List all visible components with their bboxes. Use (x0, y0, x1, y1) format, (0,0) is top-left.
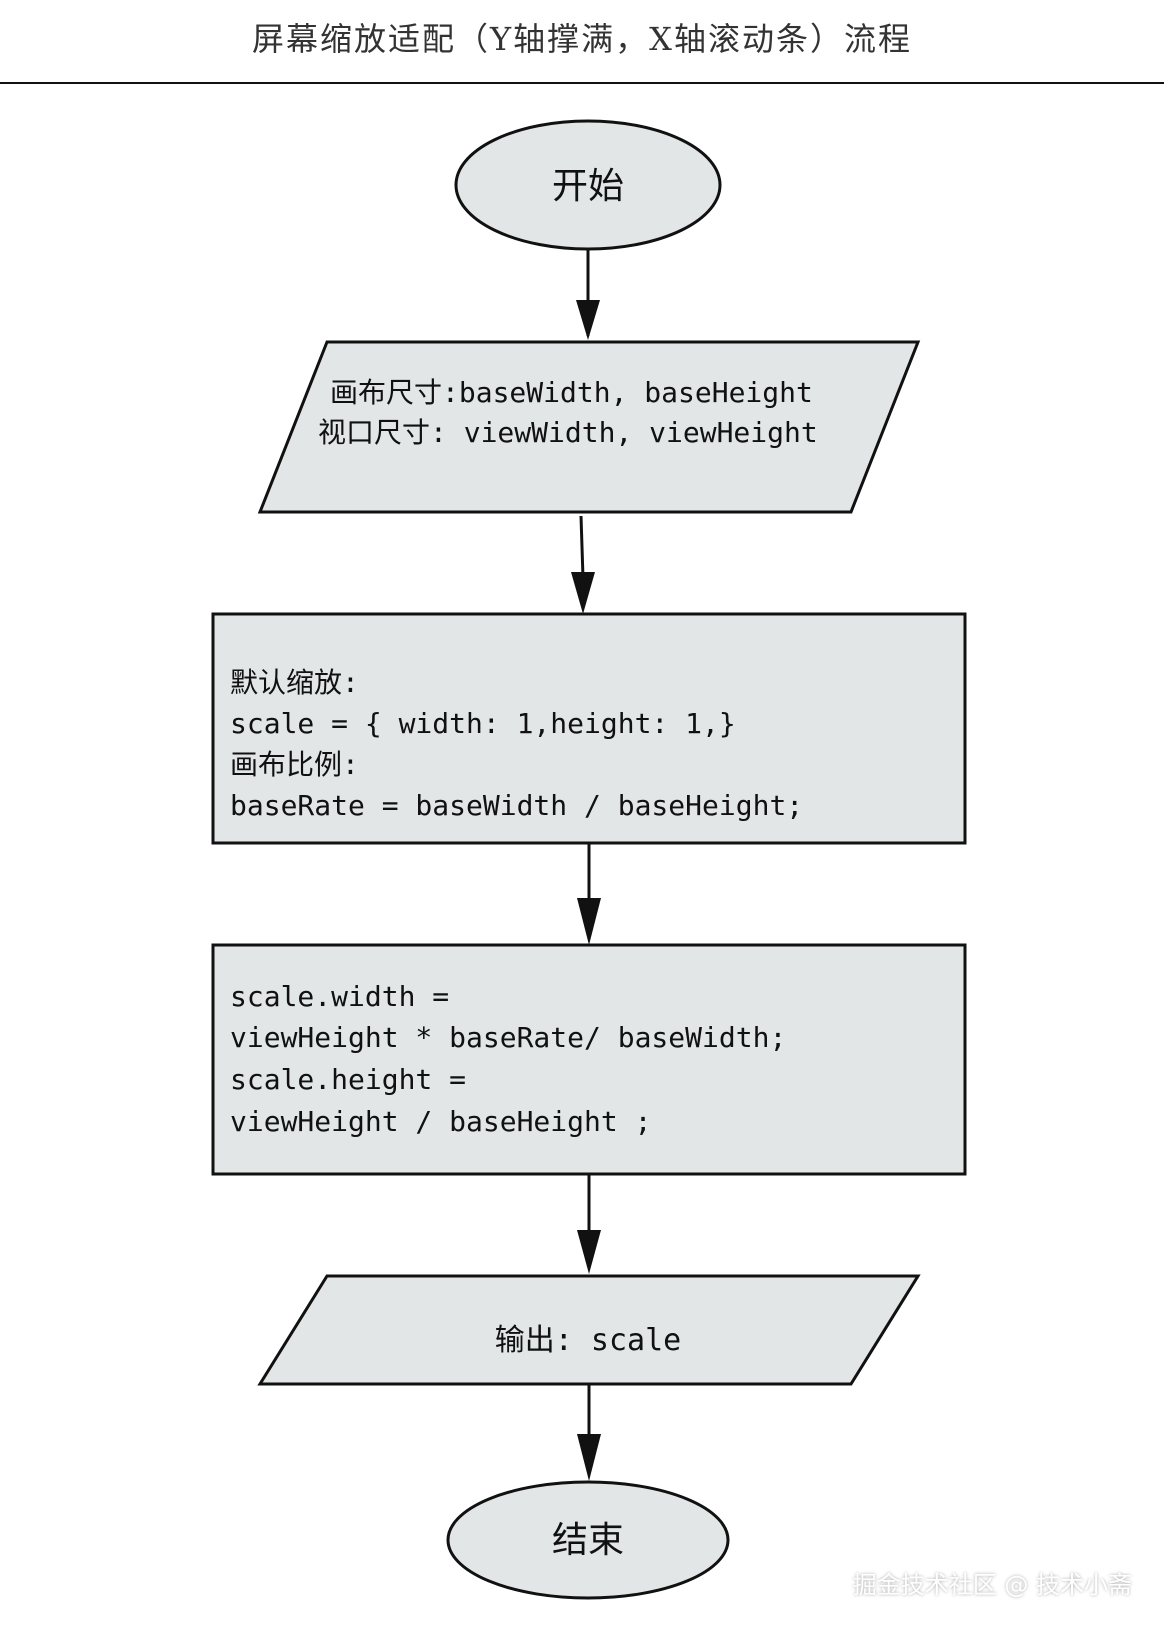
defaults-rect (211, 612, 967, 845)
defaults-line-1: 默认缩放: (230, 666, 359, 699)
start-label: 开始 (552, 166, 624, 207)
arrow-input-to-defaults (576, 300, 600, 340)
arrow-output-to-end-head (577, 1434, 601, 1481)
start-node: 开始 (454, 119, 722, 251)
end-node: 结束 (446, 1480, 730, 1600)
output-parallelogram (257, 1274, 921, 1386)
input-line-2: 视口尺寸: viewWidth, viewHeight (318, 416, 818, 449)
watermark: 掘金技术社区 @ 技术小斋 (852, 1571, 1132, 1599)
arrow-compute-to-output-head (577, 1230, 601, 1274)
input-parallelogram (257, 340, 921, 514)
output-label: 输出: scale (495, 1323, 681, 1358)
defaults-line-3: 画布比例: (230, 748, 359, 781)
arrow-input-to-defaults-head (571, 572, 595, 614)
arrow-defaults-to-compute-head (577, 898, 601, 945)
compute-node: scale.width = viewHeight * baseRate/ bas… (211, 943, 967, 1176)
output-node: 输出: scale (257, 1274, 921, 1386)
title-bar: 屏幕缩放适配（Y轴撑满，X轴滚动条）流程 (0, 0, 1164, 84)
connectors (571, 250, 601, 1481)
compute-line-1: scale.width = (230, 980, 449, 1013)
arrow-input-to-defaults-line (579, 515, 585, 579)
compute-line-4: viewHeight / baseHeight ; (230, 1105, 651, 1138)
defaults-line-2: scale = { width: 1,height: 1,} (230, 707, 736, 740)
defaults-line-4: baseRate = baseWidth / baseHeight; (230, 789, 803, 822)
end-ellipse (446, 1480, 730, 1600)
compute-line-2: viewHeight * baseRate/ baseWidth; (230, 1021, 786, 1054)
compute-line-3: scale.height = (230, 1063, 466, 1096)
start-ellipse (454, 119, 722, 251)
input-node: 画布尺寸:baseWidth, baseHeight 视口尺寸: viewWid… (257, 340, 921, 514)
defaults-node: 默认缩放: scale = { width: 1,height: 1,} 画布比… (211, 612, 967, 845)
compute-rect (211, 943, 967, 1176)
end-label: 结束 (552, 1520, 624, 1561)
input-line-1: 画布尺寸:baseWidth, baseHeight (330, 376, 813, 409)
page-title: 屏幕缩放适配（Y轴撑满，X轴滚动条）流程 (252, 20, 912, 58)
